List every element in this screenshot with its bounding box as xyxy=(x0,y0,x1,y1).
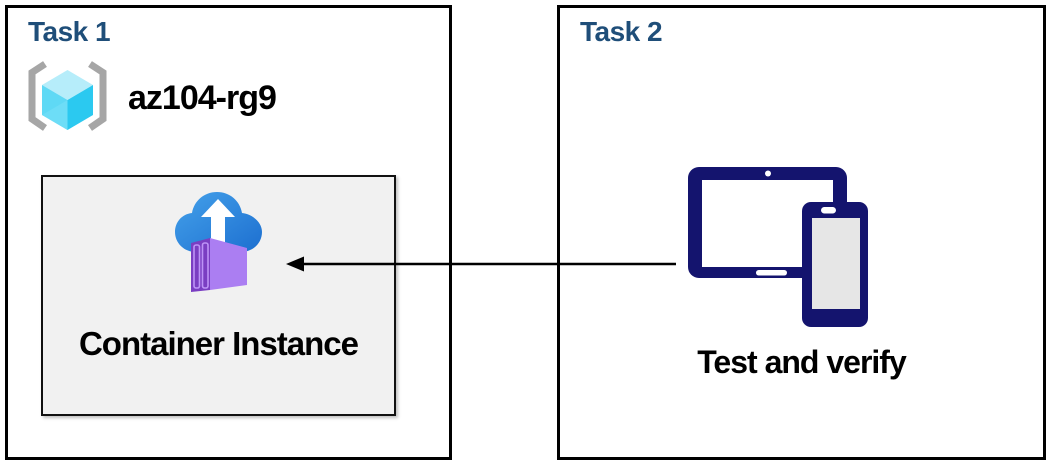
task2-box: Task 2 Test and verify xyxy=(557,5,1046,460)
container-instances-icon xyxy=(174,192,262,292)
devices-figure: Test and verify xyxy=(560,8,1043,457)
tablet-camera-dot xyxy=(765,170,771,177)
container-right-face xyxy=(209,238,247,290)
container-panel-1 xyxy=(192,244,200,289)
resource-group-row: az104-rg9 xyxy=(28,60,277,136)
devices-label: Test and verify xyxy=(697,344,906,380)
container-instance-card: Container Instance xyxy=(41,175,396,416)
bracket-right xyxy=(88,61,107,131)
task1-box: Task 1 az104-rg9 xyxy=(5,5,452,460)
phone-earpiece xyxy=(821,207,836,214)
container-instance-icon-wrap xyxy=(173,188,265,299)
upload-arrow xyxy=(200,199,235,248)
container-panel-2 xyxy=(201,242,209,289)
cube-right-face xyxy=(67,85,93,130)
resource-group-name: az104-rg9 xyxy=(128,78,277,117)
phone-screen xyxy=(812,218,860,309)
cube-left-highlight xyxy=(42,100,68,130)
container-instance-label: Container Instance xyxy=(78,325,359,362)
resource-group-icon xyxy=(28,61,107,131)
tablet-home-bar xyxy=(756,270,787,276)
task1-title: Task 1 xyxy=(28,16,111,47)
tablet-and-phone-icon xyxy=(688,167,868,327)
bracket-left xyxy=(28,61,47,131)
task2-title: Task 2 xyxy=(580,16,663,47)
